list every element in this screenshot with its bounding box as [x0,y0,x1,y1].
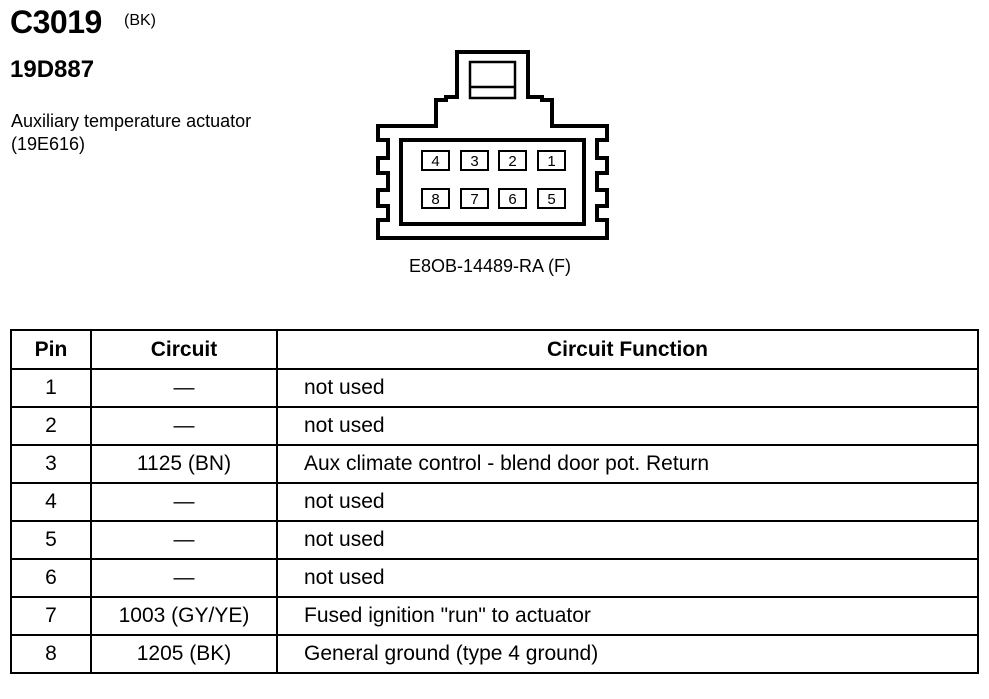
pin-box-7 [460,188,489,209]
pin-box-1 [537,150,566,171]
column-header-circuit: Circuit [90,329,278,370]
connector-part-number: E8OB-14489-RA (F) [408,256,572,276]
connector-face-diagram: 4 3 2 1 8 7 6 5 [376,50,609,240]
column-header-pin: Pin [10,329,92,370]
circuit-cell: — [90,406,278,446]
circuit-cell: — [90,520,278,560]
pinout-table: Pin Circuit Circuit Function 1 — not use… [10,329,979,674]
connector-id: C3019 [10,4,102,40]
pin-box-4 [421,150,450,171]
function-cell: not used [276,482,979,522]
pin-cell: 6 [10,558,92,598]
function-cell: not used [276,520,979,560]
component-part-number: (19E616) [11,134,86,154]
connector-color: (BK) [124,12,156,29]
function-cell: not used [276,368,979,408]
table-row: 2 — not used [10,406,979,446]
circuit-cell: — [90,482,278,522]
pin-label-3: 3 [470,153,478,170]
connector-housing-outline [376,50,609,240]
pin-label-4: 4 [431,153,439,170]
table-row: 4 — not used [10,482,979,522]
pin-box-2 [498,150,527,171]
connector-cavity-outline [399,138,586,226]
table-row: 1 — not used [10,368,979,408]
function-cell: Aux climate control - blend door pot. Re… [276,444,979,484]
pin-box-6 [498,188,527,209]
circuit-cell: — [90,558,278,598]
pin-label-6: 6 [508,191,516,208]
table-row: 3 1125 (BN) Aux climate control - blend … [10,444,979,484]
table-row: 8 1205 (BK) General ground (type 4 groun… [10,634,979,674]
function-cell: Fused ignition "run" to actuator [276,596,979,636]
function-cell: not used [276,406,979,446]
pin-label-7: 7 [470,191,478,208]
table-row: 7 1003 (GY/YE) Fused ignition "run" to a… [10,596,979,636]
pin-box-8 [421,188,450,209]
column-header-circuit-function: Circuit Function [276,329,979,370]
pin-cell: 5 [10,520,92,560]
pin-label-8: 8 [431,191,439,208]
table-header-row: Pin Circuit Circuit Function [10,329,979,370]
pin-box-3 [460,150,489,171]
circuit-cell: 1205 (BK) [90,634,278,674]
pin-label-5: 5 [547,191,555,208]
pin-cell: 8 [10,634,92,674]
pin-cell: 2 [10,406,92,446]
function-cell: General ground (type 4 ground) [276,634,979,674]
pin-label-1: 1 [547,153,555,170]
table-row: 6 — not used [10,558,979,598]
pin-cell: 3 [10,444,92,484]
pin-box-5 [537,188,566,209]
pin-cell: 1 [10,368,92,408]
pin-cell: 4 [10,482,92,522]
function-cell: not used [276,558,979,598]
component-name: Auxiliary temperature actuator [11,111,252,131]
locking-latch [468,60,517,100]
harness-number: 19D887 [10,56,95,83]
pin-label-2: 2 [508,153,516,170]
circuit-cell: 1003 (GY/YE) [90,596,278,636]
circuit-cell: 1125 (BN) [90,444,278,484]
table-row: 5 — not used [10,520,979,560]
circuit-cell: — [90,368,278,408]
pin-cell: 7 [10,596,92,636]
